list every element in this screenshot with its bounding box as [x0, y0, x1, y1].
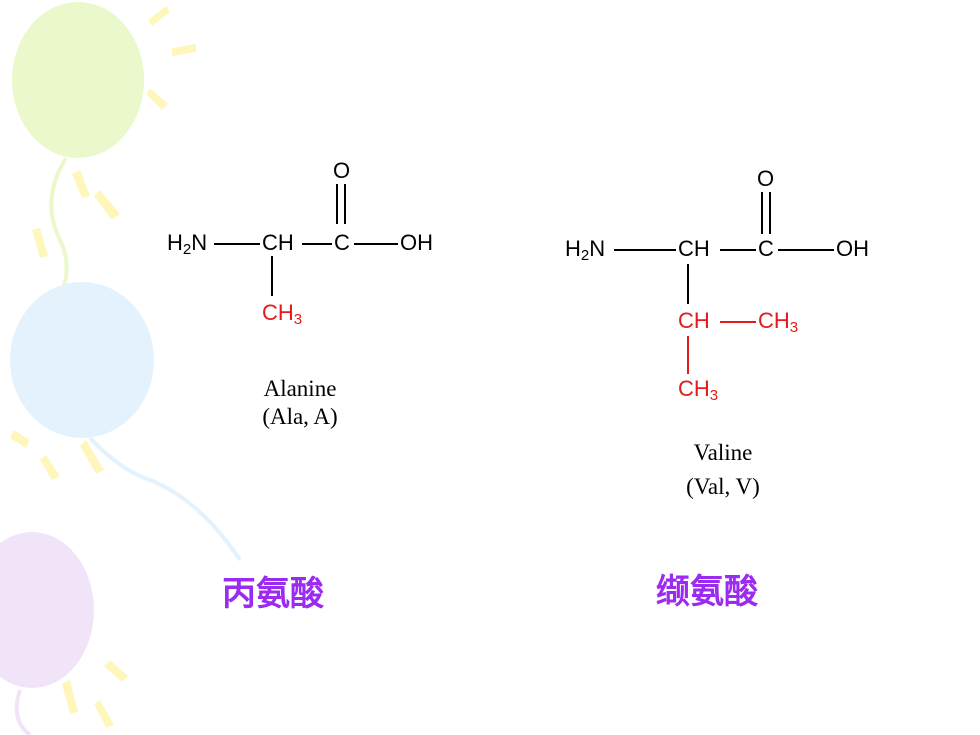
valine-carboxyl-carbon: C: [758, 236, 774, 261]
alanine-hydroxyl: OH: [400, 230, 433, 255]
alanine-carboxyl-carbon: C: [334, 230, 350, 255]
alanine-chinese-name: 丙氨酸: [222, 574, 324, 614]
purple-balloon: [0, 532, 94, 688]
valine-alpha-carbon: CH: [678, 236, 710, 261]
valine-bond-n-ch: [614, 249, 676, 251]
valine-name: Valine: [693, 440, 753, 465]
valine-bond-beta-methyl-right: [720, 321, 756, 323]
alanine-double-bond-left: [336, 184, 338, 224]
valine-hydroxyl: OH: [836, 236, 869, 261]
alanine-bond-c-oh: [354, 243, 398, 245]
valine-bond-c-oh: [778, 249, 834, 251]
alanine-bond-side-chain: [271, 256, 273, 296]
valine-double-bond-left: [761, 192, 763, 234]
alanine-abbreviation: (Ala, A): [262, 404, 338, 429]
alanine-carbonyl-oxygen: O: [333, 158, 351, 183]
valine-amino-group: H2N: [565, 236, 606, 264]
valine-chinese-name: 缬氨酸: [656, 572, 758, 612]
balloon-decoration: [0, 2, 242, 735]
valine-carbonyl-oxygen: O: [757, 166, 775, 191]
blue-balloon: [10, 282, 154, 438]
valine-bond-beta-methyl-down: [687, 336, 689, 374]
valine-methyl-right: CH3: [758, 308, 799, 336]
valine-double-bond-right: [769, 192, 771, 234]
green-balloon: [12, 2, 144, 158]
alanine-double-bond-right: [344, 184, 346, 224]
alanine-bond-n-ch: [214, 243, 260, 245]
valine-bond-ch-c: [720, 249, 756, 251]
valine-beta-carbon: CH: [678, 308, 710, 333]
alanine-bond-ch-c: [302, 243, 332, 245]
valine-methyl-down: CH3: [678, 376, 719, 404]
alanine-name: Alanine: [263, 376, 337, 401]
valine-bond-alpha-side: [687, 264, 689, 304]
valine-abbreviation: (Val, V): [686, 474, 760, 499]
sun-rays: [10, 6, 196, 728]
alanine-amino-group: H2N: [167, 230, 208, 258]
alanine-methyl-group: CH3: [262, 300, 303, 328]
alanine-alpha-carbon: CH: [262, 230, 294, 255]
